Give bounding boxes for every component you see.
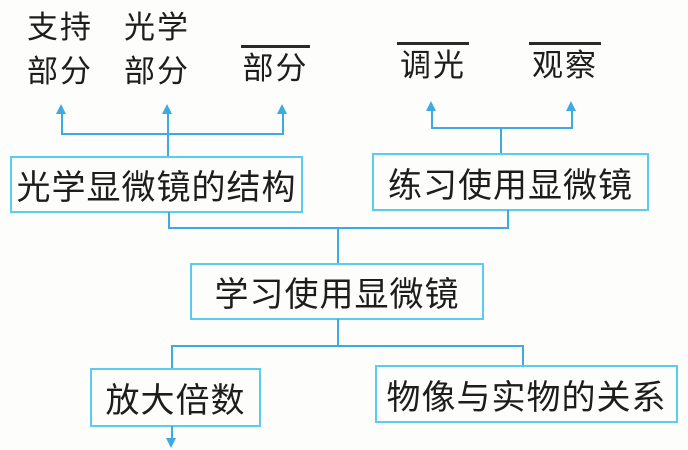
connector-line [61, 133, 284, 135]
label-blank-part: 部分 [241, 45, 310, 85]
connector-line [431, 110, 433, 129]
connector-line [171, 345, 173, 369]
label-observe: 观察 [529, 42, 601, 82]
label-support-part: 支持 部分 [27, 10, 93, 89]
label-adjust-light: 调光 [397, 42, 469, 82]
label-optical-part: 光学 部分 [124, 10, 190, 89]
connector-line [337, 227, 339, 264]
connector-line [171, 426, 173, 440]
connector-line [507, 210, 509, 229]
arrow-down-icon [166, 438, 176, 448]
connector-line [171, 345, 524, 347]
connector-line [282, 113, 284, 135]
connector-line [571, 110, 573, 129]
node-practice: 练习使用显微镜 [372, 153, 649, 211]
node-structure: 光学显微镜的结构 [10, 156, 303, 213]
arrow-up-icon [566, 101, 576, 111]
arrow-up-icon [56, 104, 66, 114]
node-image-relation: 物像与实物的关系 [375, 365, 678, 423]
connector-line [337, 319, 339, 347]
connector-line [61, 113, 63, 135]
connector-line [167, 133, 169, 156]
connector-line [167, 113, 169, 135]
arrow-up-icon [426, 101, 436, 111]
node-magnification: 放大倍数 [90, 368, 261, 427]
connector-line [431, 127, 573, 129]
node-learn: 学习使用显微镜 [190, 263, 484, 320]
connector-line [522, 345, 524, 366]
arrow-up-icon [162, 104, 172, 114]
arrow-up-icon [277, 104, 287, 114]
connector-line [168, 212, 170, 229]
connector-line [500, 127, 502, 153]
